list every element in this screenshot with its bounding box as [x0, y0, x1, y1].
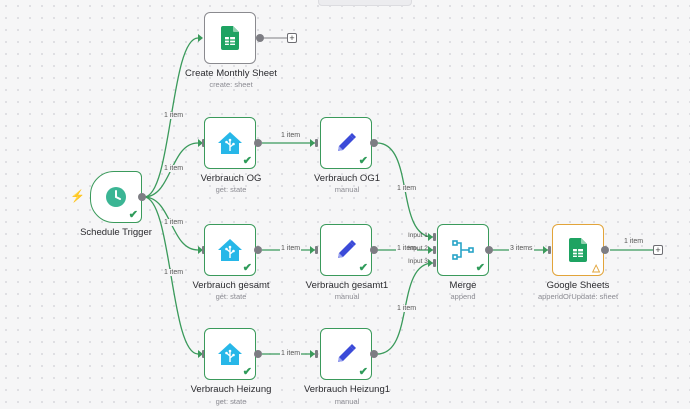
edge-label: 1 item: [396, 185, 418, 192]
success-check-icon: ✔: [128, 209, 138, 221]
success-check-icon: ✔: [242, 262, 252, 274]
edge-label: 1 item: [280, 132, 302, 139]
output-handle[interactable]: [485, 246, 493, 254]
warning-triangle-icon: △: [592, 263, 600, 274]
output-handle[interactable]: [256, 34, 264, 42]
input-handle[interactable]: [315, 350, 318, 358]
node-title: Schedule Trigger: [80, 227, 152, 238]
edge-label: 1 item: [280, 350, 302, 357]
node-title: Verbrauch gesamt1: [305, 280, 389, 291]
node-verbrauch-og[interactable]: ✔: [204, 117, 256, 169]
add-node-button[interactable]: +: [653, 245, 663, 255]
node-title: Merge: [449, 280, 477, 291]
merge-icon: [452, 240, 474, 260]
home-assistant-icon: [218, 239, 242, 261]
success-check-icon: ✔: [358, 262, 368, 274]
node-merge[interactable]: ✔: [437, 224, 489, 276]
node-subtitle: manual: [334, 185, 360, 194]
pencil-icon: [338, 133, 356, 151]
node-verbrauch-og1[interactable]: ✔: [320, 117, 372, 169]
output-handle[interactable]: [254, 350, 262, 358]
edge-label: 1 item: [163, 165, 185, 172]
input-handle[interactable]: [202, 139, 205, 147]
input-handle[interactable]: [315, 139, 318, 147]
google-sheets-icon: [221, 26, 239, 50]
node-create-monthly-sheet[interactable]: [204, 12, 256, 64]
clock-icon: [106, 187, 126, 207]
home-assistant-icon: [218, 132, 242, 154]
input-handle[interactable]: [202, 350, 205, 358]
success-check-icon: ✔: [242, 155, 252, 167]
edge-label: 1 item: [280, 245, 302, 252]
node-title: Verbrauch OG: [200, 173, 262, 184]
input-handle[interactable]: [548, 246, 551, 254]
success-check-icon: ✔: [358, 155, 368, 167]
output-handle[interactable]: [254, 246, 262, 254]
node-verbrauch-gesamt[interactable]: ✔: [204, 224, 256, 276]
node-title: Verbrauch Heizung: [190, 384, 272, 395]
node-google-sheets[interactable]: △: [552, 224, 604, 276]
node-subtitle: get: state: [215, 292, 247, 301]
input-handle[interactable]: [433, 233, 436, 241]
node-verbrauch-heizung1[interactable]: ✔: [320, 328, 372, 380]
node-title: Verbrauch gesamt: [192, 280, 270, 291]
input-handle[interactable]: [433, 246, 436, 254]
success-check-icon: ✔: [358, 366, 368, 378]
input-handle[interactable]: [202, 246, 205, 254]
edge-label: 1 item: [396, 305, 418, 312]
merge-input-label: Input 2: [408, 245, 428, 252]
node-schedule-trigger[interactable]: ✔: [90, 171, 142, 223]
node-title: Verbrauch OG1: [313, 173, 380, 184]
edge-label: 1 item: [396, 245, 418, 252]
success-check-icon: ✔: [475, 262, 485, 274]
trigger-bolt-icon: ⚡: [70, 189, 85, 203]
pencil-icon: [338, 344, 356, 362]
node-subtitle: get: state: [215, 185, 247, 194]
node-subtitle: manual: [334, 397, 360, 406]
google-sheets-icon: [569, 238, 587, 262]
edge-label: 3 items: [509, 245, 534, 252]
merge-input-label: Input 3: [408, 258, 428, 265]
node-title: Verbrauch Heizung1: [303, 384, 391, 395]
node-subtitle: appendOrUpdate: sheet: [537, 292, 619, 301]
edge-label: 1 item: [163, 112, 185, 119]
add-node-button[interactable]: +: [287, 33, 297, 43]
input-handle[interactable]: [315, 246, 318, 254]
canvas-top-tab[interactable]: [318, 0, 412, 6]
input-handle[interactable]: [433, 259, 436, 267]
output-handle[interactable]: [138, 193, 146, 201]
node-verbrauch-heizung[interactable]: ✔: [204, 328, 256, 380]
edge-label: 1 item: [163, 219, 185, 226]
merge-input-label: Input 1: [408, 232, 428, 239]
pencil-icon: [338, 240, 356, 258]
node-subtitle: create: sheet: [209, 80, 253, 89]
output-handle[interactable]: [370, 246, 378, 254]
output-handle[interactable]: [254, 139, 262, 147]
output-handle[interactable]: [370, 350, 378, 358]
node-title: Create Monthly Sheet: [185, 68, 277, 79]
home-assistant-icon: [218, 343, 242, 365]
node-subtitle: get: state: [215, 397, 247, 406]
output-handle[interactable]: [370, 139, 378, 147]
output-handle[interactable]: [601, 246, 609, 254]
node-title: Google Sheets: [546, 280, 610, 291]
edge-label: 1 item: [623, 238, 645, 245]
edge-label: 1 item: [163, 269, 185, 276]
node-subtitle: append: [450, 292, 476, 301]
node-verbrauch-gesamt1[interactable]: ✔: [320, 224, 372, 276]
success-check-icon: ✔: [242, 366, 252, 378]
node-subtitle: manual: [334, 292, 360, 301]
